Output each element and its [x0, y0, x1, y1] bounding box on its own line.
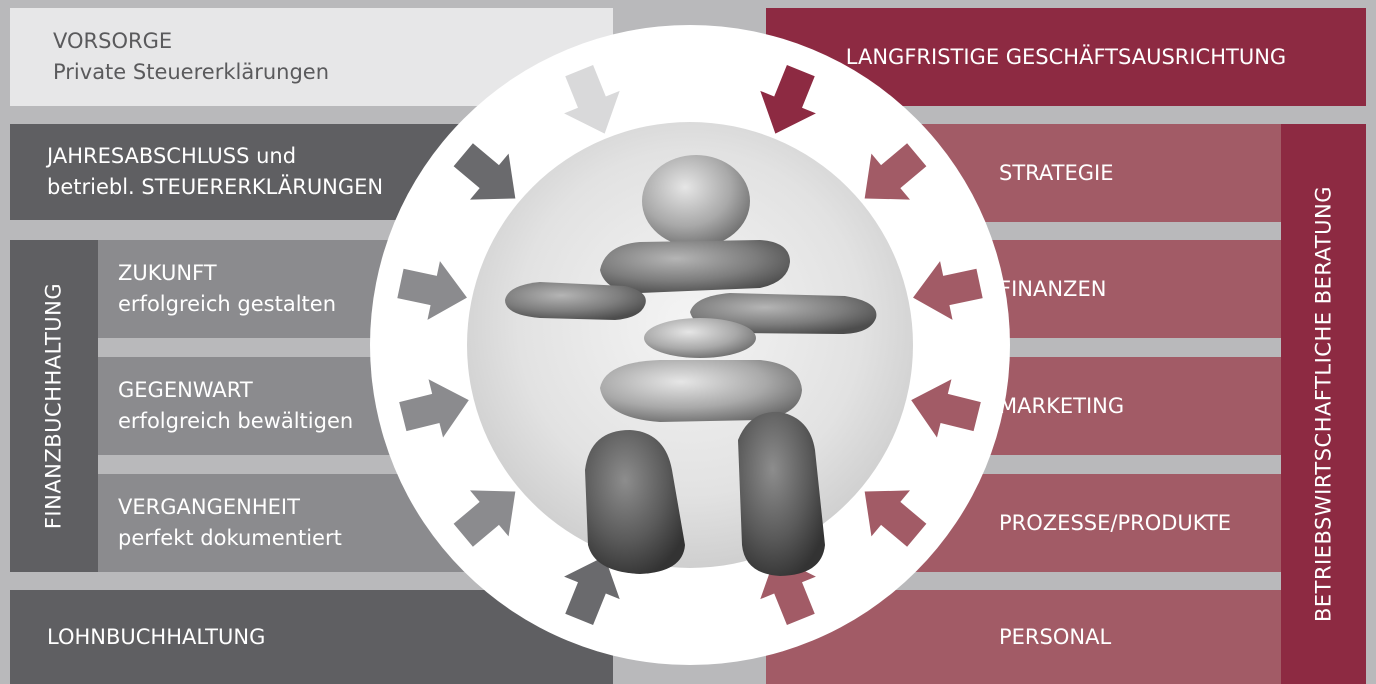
arrow-icon — [564, 556, 620, 626]
fibu-item-title: GEGENWART — [118, 378, 253, 402]
vorsorge-box: VORSORGE Private Steuererklärungen — [10, 8, 613, 106]
jahresabschluss-line1: JAHRESABSCHLUSS und — [47, 144, 297, 168]
arrow-icon — [564, 64, 620, 134]
bwl-item-label: MARKETING — [999, 393, 1125, 418]
fibu-item-subtitle: erfolgreich gestalten — [118, 292, 337, 316]
arrow-icon — [911, 379, 981, 438]
arrow-icon — [760, 64, 816, 134]
fibu-item-title: VERGANGENHEIT — [118, 495, 300, 519]
arrow-icon — [453, 143, 516, 200]
betriebswirtschaftliche-beratung-label-box: BETRIEBSWIRTSCHAFTLICHE BERATUNG — [1281, 124, 1366, 684]
vorsorge-line1: VORSORGE — [53, 29, 173, 53]
arrow-icon — [397, 261, 467, 320]
fibu-item-subtitle: perfekt dokumentiert — [118, 526, 342, 550]
jahresabschluss-line2: betriebl. STEUERERKLÄRUNGEN — [47, 175, 384, 199]
finanzbuchhaltung-label-box: FINANZBUCHHALTUNG — [10, 240, 98, 572]
fibu-item-subtitle: erfolgreich bewältigen — [118, 409, 354, 433]
bwl-item-label: STRATEGIE — [999, 160, 1114, 185]
arrow-icon — [453, 490, 516, 547]
bwl-item-label: FINANZEN — [999, 276, 1107, 301]
langfristige-ausrichtung-label: LANGFRISTIGE GESCHÄFTSAUSRICHTUNG — [845, 44, 1287, 69]
stone-figure-image — [505, 155, 877, 576]
arrow-icon — [864, 490, 927, 547]
lohnbuchhaltung-label: LOHNBUCHHALTUNG — [47, 624, 266, 649]
bwl-item-label: PROZESSE/PRODUKTE — [999, 510, 1232, 535]
fibu-item-title: ZUKUNFT — [118, 261, 217, 285]
arrow-icon — [913, 261, 983, 320]
arrow-icon — [399, 379, 469, 438]
arrow-ring — [397, 64, 983, 626]
arrow-icon — [864, 143, 927, 200]
bwl-item-label: PERSONAL — [999, 624, 1112, 649]
vorsorge-line2: Private Steuererklärungen — [53, 60, 330, 84]
